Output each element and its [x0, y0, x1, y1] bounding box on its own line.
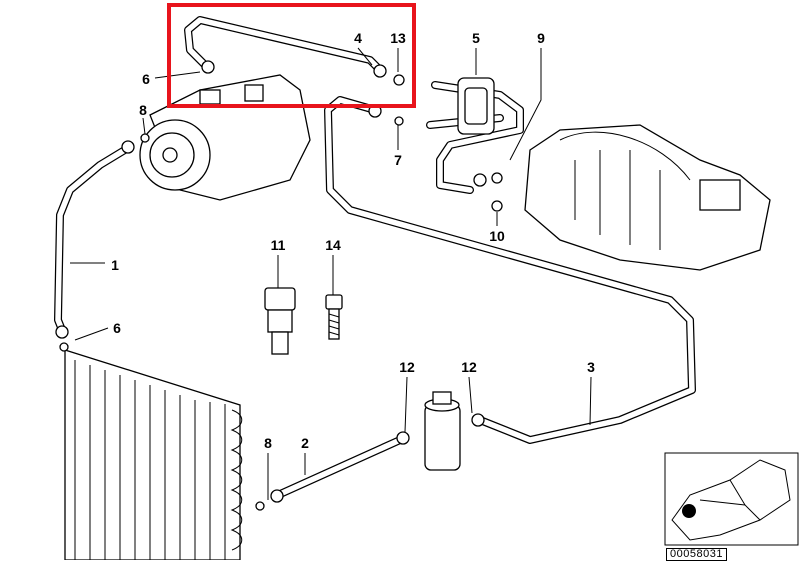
- pipe-4[interactable]: [184, 16, 384, 74]
- diagram-code: 00058031: [666, 548, 727, 561]
- callout-8-bottom[interactable]: 8: [264, 435, 272, 451]
- vehicle-location-thumbnail: [664, 452, 799, 546]
- callout-5[interactable]: 5: [472, 30, 480, 46]
- highlight-box: [167, 3, 416, 108]
- pressure-switch[interactable]: [264, 287, 296, 355]
- callout-8-top[interactable]: 8: [139, 102, 147, 118]
- callout-14[interactable]: 14: [325, 237, 341, 253]
- callout-4[interactable]: 4: [354, 30, 362, 46]
- callout-13[interactable]: 13: [390, 30, 406, 46]
- callout-11[interactable]: 11: [270, 237, 286, 253]
- callout-3[interactable]: 3: [587, 359, 595, 375]
- pipe-2[interactable]: [274, 436, 404, 499]
- callout-2[interactable]: 2: [301, 435, 309, 451]
- callout-12-left[interactable]: 12: [399, 359, 415, 375]
- callout-6-top[interactable]: 6: [142, 71, 150, 87]
- fittings: [55, 60, 503, 511]
- callout-7[interactable]: 7: [394, 152, 402, 168]
- compressor[interactable]: [139, 74, 311, 201]
- expansion-valve[interactable]: [457, 77, 495, 135]
- evaporator-housing[interactable]: [524, 124, 771, 271]
- callout-10[interactable]: 10: [489, 228, 505, 244]
- receiver-dryer[interactable]: [424, 391, 461, 471]
- callout-9[interactable]: 9: [537, 30, 545, 46]
- callout-12-right[interactable]: 12: [461, 359, 477, 375]
- screw[interactable]: [325, 294, 343, 340]
- pipe-1[interactable]: [54, 144, 132, 334]
- callout-6-bottom[interactable]: 6: [113, 320, 121, 336]
- leader-lines: [70, 47, 592, 500]
- condenser[interactable]: [64, 349, 243, 560]
- callout-1[interactable]: 1: [111, 257, 119, 273]
